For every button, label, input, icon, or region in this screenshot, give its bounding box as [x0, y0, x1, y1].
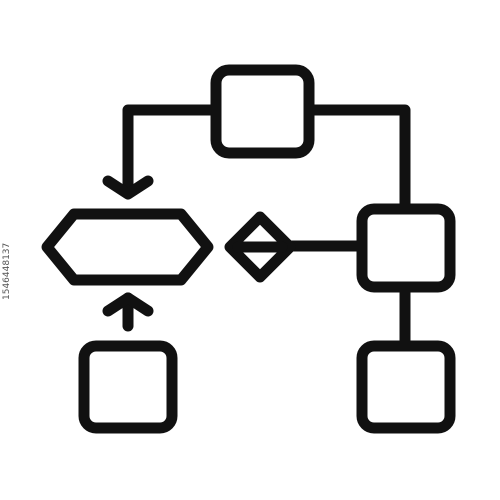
connector-top-left-arrow-line	[122, 104, 222, 194]
top-box	[210, 64, 315, 159]
arrowhead-up-icon	[102, 292, 154, 317]
decision-diamond	[224, 211, 296, 283]
arrowhead-down-icon	[102, 175, 154, 200]
bottom-right-box	[356, 340, 456, 434]
connector-top-right-line	[303, 104, 411, 215]
stock-id-label: 1546448137	[2, 242, 12, 300]
bottom-left-box	[78, 340, 178, 434]
preparation-hexagon	[41, 208, 214, 286]
right-box	[356, 203, 456, 293]
